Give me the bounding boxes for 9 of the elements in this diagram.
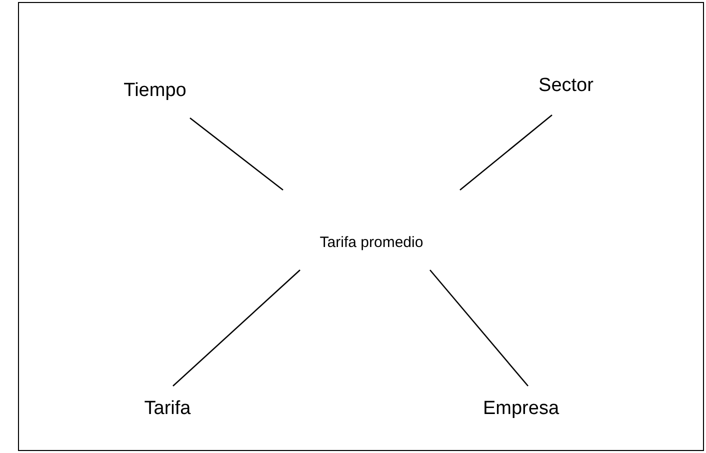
node-label: Tarifa [144, 397, 191, 421]
node-label: Tiempo [124, 79, 186, 103]
connector-line [460, 114, 552, 190]
connector-line [172, 270, 300, 386]
node-label: Empresa [482, 397, 560, 421]
connector-line [430, 270, 528, 386]
node-label: Tarifa promedio [320, 234, 424, 253]
node-label: Sector [538, 74, 594, 98]
connector-line [190, 117, 284, 191]
